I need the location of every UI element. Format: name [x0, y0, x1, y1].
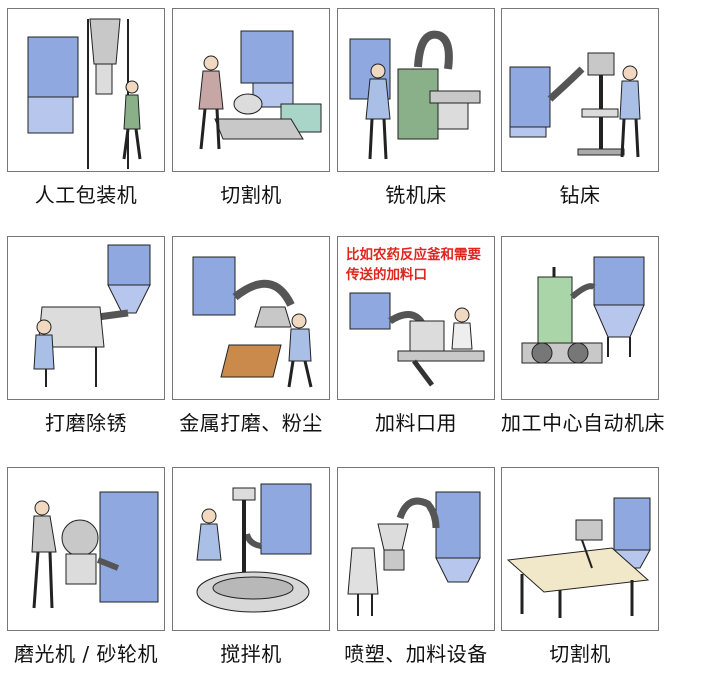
- drilling-machine-illustration: [501, 8, 659, 172]
- equipment-card: 金属打磨、粉尘: [172, 236, 330, 446]
- cutting-machine-illustration: [172, 8, 330, 172]
- mixer-illustration: [172, 467, 330, 631]
- equipment-card: 人工包装机: [7, 8, 165, 218]
- equipment-card: 铣机床: [337, 8, 495, 218]
- equipment-card: 喷塑、加料设备: [337, 467, 495, 677]
- equipment-card: 加工中心自动机床: [501, 236, 665, 446]
- equipment-card: 切割机: [172, 8, 330, 218]
- grinding-rust-removal-illustration: [7, 236, 165, 400]
- equipment-label: 人工包装机: [34, 183, 138, 207]
- machining-center-illustration: [501, 236, 659, 400]
- polishing-grinding-wheel-illustration: [7, 467, 165, 631]
- cutting-machine-2-illustration: [501, 467, 659, 631]
- feeding-port-illustration: 比如农药反应釜和需要传送的加料口: [337, 236, 495, 400]
- powder-coating-feeding-illustration: [337, 467, 495, 631]
- equipment-card: 搅拌机: [172, 467, 330, 677]
- equipment-label: 搅拌机: [220, 642, 282, 666]
- equipment-card: 打磨除锈: [7, 236, 165, 446]
- equipment-label: 加工中心自动机床: [501, 411, 665, 435]
- equipment-card: 钻床: [501, 8, 659, 218]
- milling-machine-illustration: [337, 8, 495, 172]
- equipment-label: 打磨除锈: [45, 411, 127, 435]
- equipment-card: 切割机: [501, 467, 659, 677]
- equipment-label: 切割机: [549, 642, 611, 666]
- equipment-label: 喷塑、加料设备: [344, 642, 488, 666]
- feeding-port-note: 比如农药反应釜和需要传送的加料口: [346, 245, 490, 285]
- equipment-card: 比如农药反应釜和需要传送的加料口 加料口用: [337, 236, 495, 446]
- equipment-label: 金属打磨、粉尘: [179, 411, 323, 435]
- equipment-label: 加料口用: [375, 411, 457, 435]
- equipment-label: 钻床: [559, 183, 601, 207]
- metal-grinding-dust-illustration: [172, 236, 330, 400]
- equipment-label: 铣机床: [385, 183, 447, 207]
- equipment-label: 切割机: [220, 183, 282, 207]
- equipment-card: 磨光机 / 砂轮机: [7, 467, 165, 677]
- manual-packaging-machine-illustration: [7, 8, 165, 172]
- equipment-label: 磨光机 / 砂轮机: [14, 642, 158, 666]
